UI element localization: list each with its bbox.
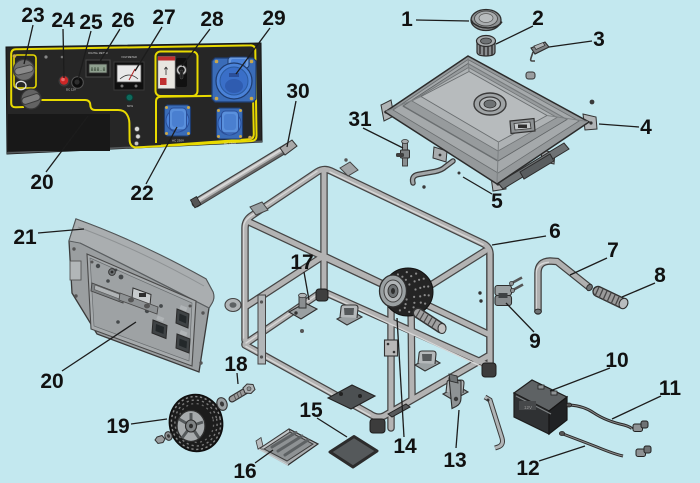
svg-text:VOLTMETER: VOLTMETER [121, 55, 137, 59]
svg-text:5: 5 [491, 190, 503, 213]
svg-text:30: 30 [286, 80, 309, 103]
svg-text:3: 3 [593, 28, 605, 51]
svg-text:15: 15 [299, 399, 323, 422]
svg-text:20: 20 [40, 370, 63, 393]
svg-text:2: 2 [532, 7, 544, 30]
svg-text:6: 6 [549, 220, 561, 243]
svg-text:28: 28 [200, 8, 224, 31]
svg-text:1: 1 [401, 8, 413, 31]
svg-text:4: 4 [640, 116, 652, 139]
svg-text:16: 16 [233, 460, 256, 483]
svg-text:18: 18 [224, 353, 248, 376]
svg-text:26: 26 [111, 9, 134, 32]
svg-text:19: 19 [106, 415, 129, 438]
svg-text:31: 31 [348, 108, 372, 131]
svg-text:AC 230V: AC 230V [224, 142, 236, 146]
svg-text:12: 12 [516, 457, 539, 480]
svg-text:20: 20 [30, 171, 53, 194]
svg-text:60%: 60% [127, 104, 133, 108]
svg-text:AC 230V: AC 230V [172, 139, 184, 143]
svg-text:13: 13 [443, 449, 466, 472]
svg-text:10: 10 [605, 349, 628, 372]
svg-text:24: 24 [51, 9, 75, 32]
svg-text:8: 8 [654, 264, 666, 287]
svg-text:21: 21 [13, 226, 37, 249]
svg-text:DIGITAL METER: DIGITAL METER [88, 51, 108, 55]
svg-text:7: 7 [607, 239, 619, 262]
svg-text:17: 17 [290, 251, 313, 274]
svg-text:9: 9 [529, 330, 541, 353]
svg-text:DC 12V: DC 12V [66, 88, 76, 92]
svg-text:12V: 12V [524, 405, 532, 410]
svg-text:11: 11 [659, 377, 682, 400]
svg-text:23: 23 [21, 4, 44, 27]
svg-text:22: 22 [130, 182, 153, 205]
svg-text:27: 27 [152, 6, 175, 29]
svg-text:14: 14 [393, 435, 417, 458]
svg-text:25: 25 [79, 11, 103, 34]
svg-text:29: 29 [262, 7, 285, 30]
svg-text:888.8: 888.8 [90, 67, 105, 73]
